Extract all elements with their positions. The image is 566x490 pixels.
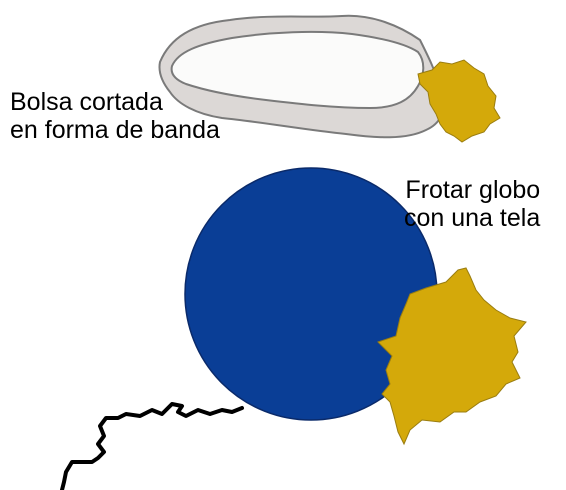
bag-inner-shape <box>170 30 425 110</box>
plastic-bag-band-icon <box>158 14 445 139</box>
cloth-icon <box>417 59 501 143</box>
balloon-string-icon <box>60 402 244 490</box>
balloon-label-line1: Frotar globo <box>405 176 541 204</box>
bag-label-line2: en forma de banda <box>10 116 220 144</box>
bag-label: Bolsa cortada en forma de banda <box>10 88 220 144</box>
balloon-label-line2: con una tela <box>404 204 541 232</box>
bag-label-line1: Bolsa cortada <box>10 88 163 116</box>
cloth-icon <box>377 267 527 446</box>
balloon-label: Frotar globo con una tela <box>404 176 540 232</box>
